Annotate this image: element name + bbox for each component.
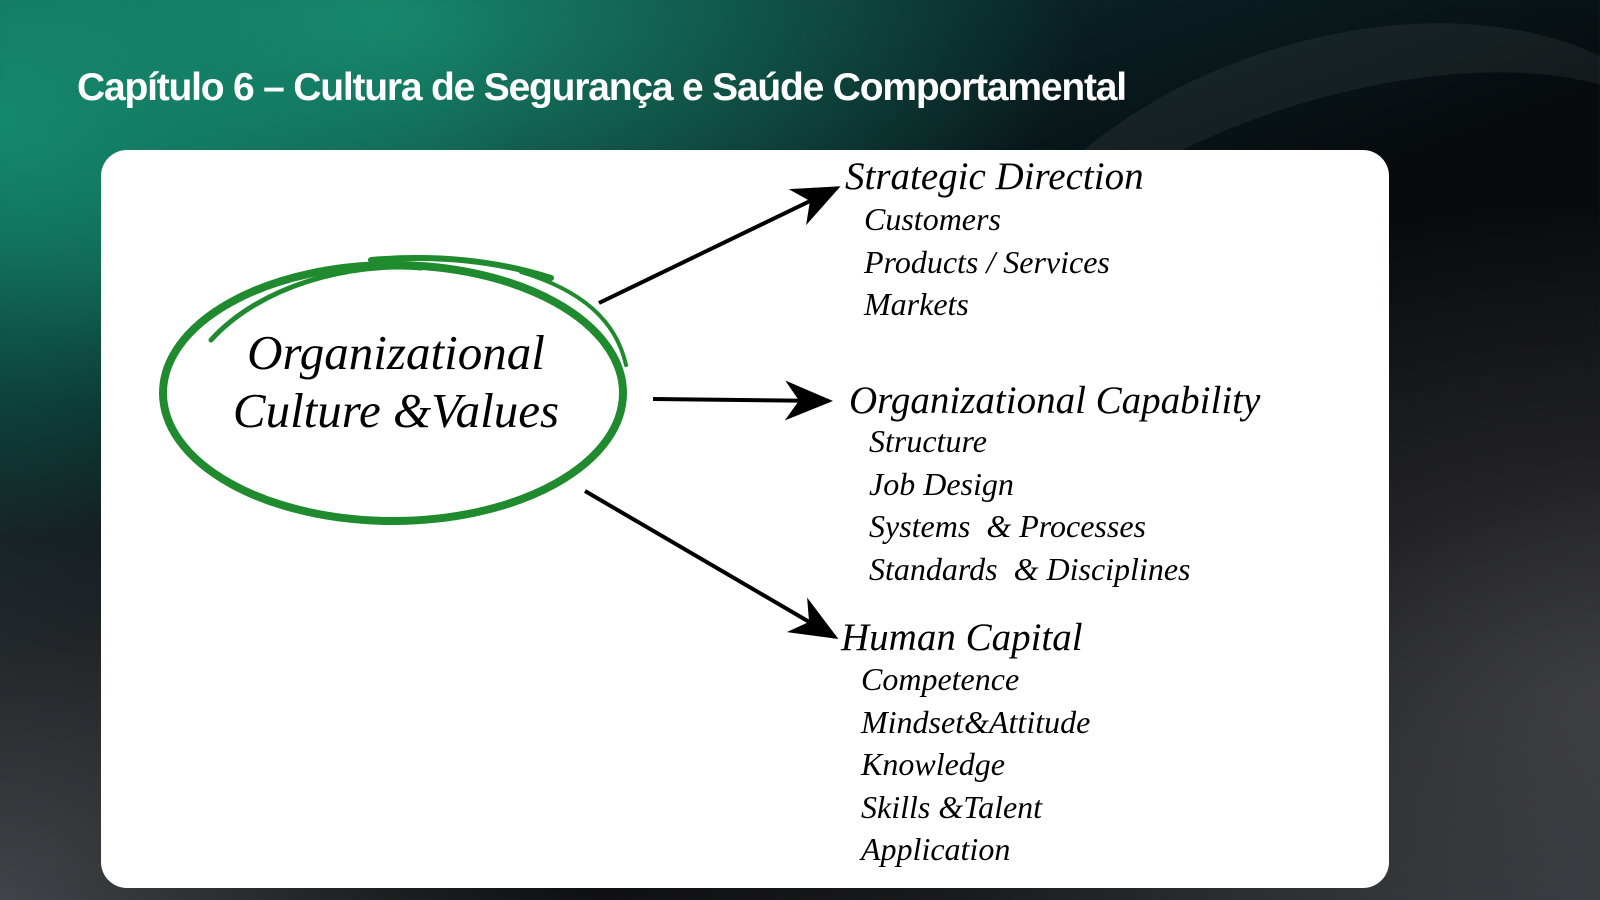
list-item: Standards & Disciplines <box>869 550 1191 587</box>
center-ellipse <box>159 255 628 525</box>
list-item: Markets <box>864 286 969 322</box>
diagram-panel: Organizational Culture &Values Strategic… <box>101 150 1389 888</box>
branch-heading-human-capital: Human Capital <box>841 616 1083 659</box>
center-label-line1: Organizational <box>247 325 545 380</box>
branch-list-human-capital: Competence Mindset&Attitude Knowledge Sk… <box>861 658 1090 871</box>
center-label-line2: Culture &Values <box>232 383 560 438</box>
arrow-human-capital <box>583 489 839 640</box>
list-item: Skills &Talent <box>861 788 1043 825</box>
list-item: Mindset&Attitude <box>861 703 1091 740</box>
arrow-organizational-capability <box>652 380 833 421</box>
branch-list-organizational-capability: Structure Job Design Systems & Processes… <box>869 420 1190 590</box>
list-item: Competence <box>861 661 1020 697</box>
center-label: Organizational Culture &Values <box>171 324 621 440</box>
branch-heading-organizational-capability: Organizational Capability <box>849 379 1261 422</box>
list-item: Systems & Processes <box>869 508 1146 544</box>
list-item: Application <box>861 831 1011 867</box>
list-item: Job Design <box>869 465 1014 502</box>
list-item: Customers <box>864 201 1001 237</box>
list-item: Products / Services <box>864 243 1110 280</box>
slide-title: Capítulo 6 – Cultura de Segurança e Saúd… <box>77 66 1127 109</box>
branch-list-strategic-direction: Customers Products / Services Markets <box>864 198 1110 326</box>
branch-heading-strategic-direction: Strategic Direction <box>845 155 1144 198</box>
arrow-strategic-direction <box>598 186 841 305</box>
diagram-graphics <box>159 186 841 640</box>
list-item: Structure <box>869 423 987 459</box>
list-item: Knowledge <box>861 746 1005 782</box>
